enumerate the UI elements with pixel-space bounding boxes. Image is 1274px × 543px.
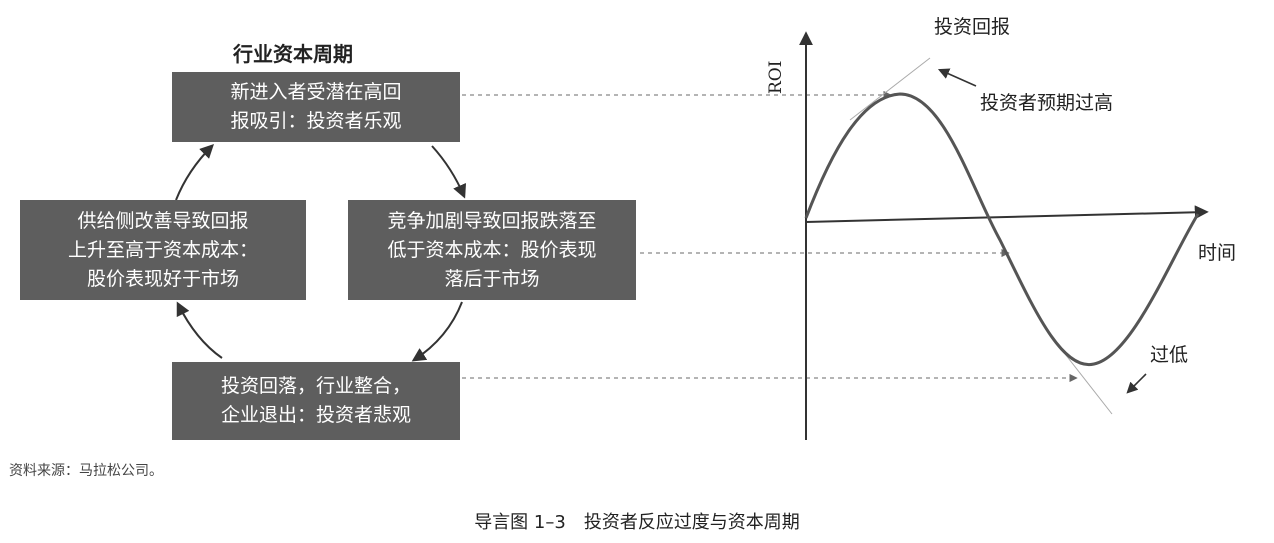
cycle-box-entry: 新进入者受潜在高回 报吸引：投资者乐观 (172, 72, 460, 142)
cycle-box-supply-improvement: 供给侧改善导致回报 上升至高于资本成本： 股价表现好于市场 (20, 200, 306, 300)
x-axis-label: 时间 (1198, 242, 1237, 264)
box-line: 投资回落，行业整合， (220, 375, 411, 397)
source-note: 资料来源：马拉松公司。 (9, 463, 163, 479)
box-line: 报吸引：投资者乐观 (230, 110, 402, 132)
y-axis-label: ROI (766, 60, 786, 94)
cycle-arrow-top-left (175, 144, 214, 201)
trough-annotation: 过低 (1150, 344, 1189, 366)
figure-caption: 导言图 1–3 投资者反应过度与资本周期 (474, 512, 800, 533)
tangent-line-peak (849, 57, 931, 121)
tangent-line-trough (1057, 344, 1113, 415)
box-line: 低于资本成本：股价表现 (387, 238, 597, 261)
cycle-arrow-bottom-right (411, 301, 463, 362)
trough-annotation-arrow (1126, 373, 1147, 394)
box-line: 上升至高于资本成本： (67, 238, 258, 261)
cycle-box-consolidation: 投资回落，行业整合， 企业退出：投资者悲观 (172, 362, 460, 440)
box-line: 落后于市场 (444, 267, 540, 290)
cycle-title: 行业资本周期 (233, 42, 353, 66)
peak-annotation: 投资者预期过高 (980, 92, 1114, 114)
peak-annotation-arrow (937, 68, 977, 87)
box-line: 竞争加剧导致回报跌落至 (387, 209, 597, 232)
cycle-box-competition: 竞争加剧导致回报跌落至 低于资本成本：股价表现 落后于市场 (348, 200, 636, 300)
cycle-arrow-bottom-left (176, 301, 223, 359)
cycle-arrow-top-right (431, 145, 467, 199)
box-line: 企业退出：投资者悲观 (220, 404, 411, 426)
curve-label: 投资回报 (934, 16, 1011, 38)
x-axis (805, 205, 1209, 223)
box-line: 供给侧改善导致回报 (77, 209, 249, 232)
box-line: 新进入者受潜在高回 (230, 81, 402, 103)
roi-curve (804, 92, 1200, 367)
box-line: 股价表现好于市场 (86, 267, 239, 290)
